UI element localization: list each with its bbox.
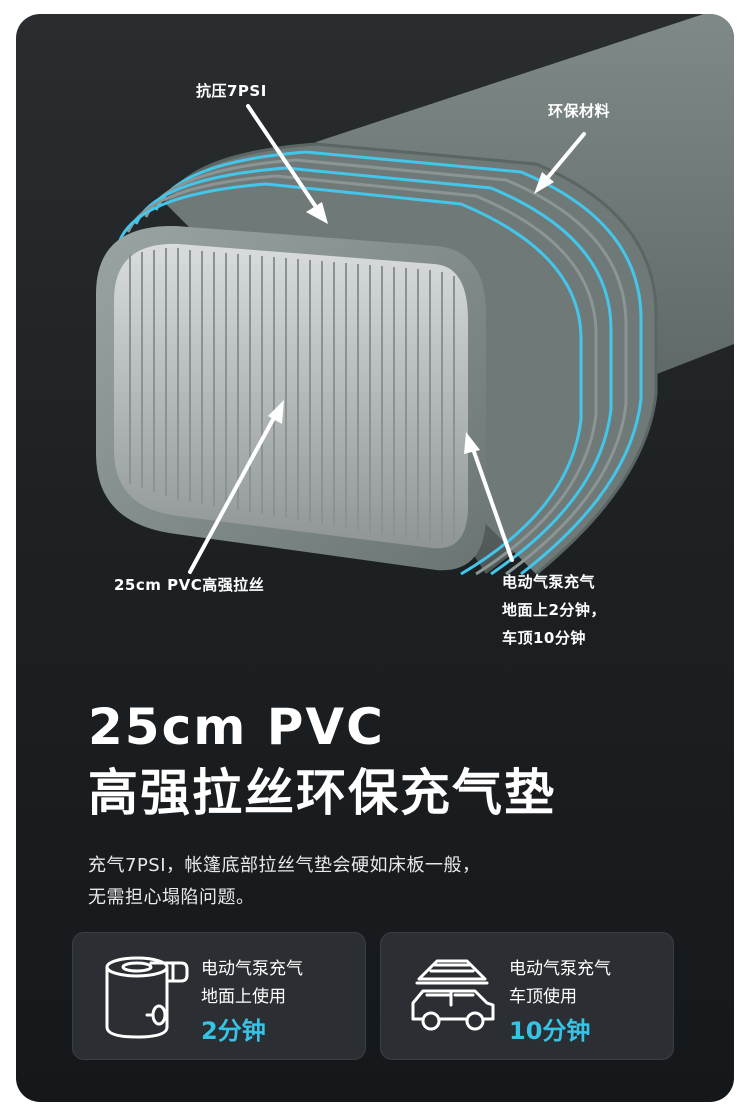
feature-ground-line-2: 地面上使用 xyxy=(201,987,286,1007)
feature-car-roof-line-1: 电动气泵充气 xyxy=(509,959,611,979)
description-line-1: 充气7PSI，帐篷底部拉丝气垫会硬如床板一般， xyxy=(88,855,481,876)
headline-line-2: 高强拉丝环保充气垫 xyxy=(88,764,556,822)
feature-car-roof: 电动气泵充气 车顶使用 10分钟 xyxy=(380,932,674,1060)
headline-line-1: 25cm PVC xyxy=(88,698,385,756)
callout-inflate-line-1: 电动气泵充气 xyxy=(502,573,596,591)
feature-ground-time: 2分钟 xyxy=(201,1017,266,1045)
callout-pressure: 抗压7PSI xyxy=(196,82,267,100)
mattress-opening xyxy=(114,243,468,549)
description-line-2: 无需担心塌陷问题。 xyxy=(88,887,255,908)
callout-arrows xyxy=(188,104,586,574)
product-card: 抗压7PSI 环保材料 25cm PVC高强拉丝 电动气泵充气 地面上2分钟， … xyxy=(16,14,734,1102)
headline: 25cm PVC 高强拉丝环保充气垫 xyxy=(88,694,556,826)
feature-ground: 电动气泵充气 地面上使用 2分钟 xyxy=(72,932,366,1060)
description: 充气7PSI，帐篷底部拉丝气垫会硬如床板一般， 无需担心塌陷问题。 xyxy=(88,850,688,914)
callout-material: 环保材料 xyxy=(548,102,611,120)
feature-car-roof-text: 电动气泵充气 车顶使用 10分钟 xyxy=(509,955,611,1049)
callout-inflate: 电动气泵充气 地面上2分钟， 车顶10分钟 xyxy=(502,568,606,652)
feature-ground-line-1: 电动气泵充气 xyxy=(201,959,303,979)
feature-ground-text: 电动气泵充气 地面上使用 2分钟 xyxy=(201,955,303,1049)
callout-inflate-line-3: 车顶10分钟 xyxy=(502,629,586,647)
air-pump-icon xyxy=(105,956,189,1039)
feature-car-roof-line-2: 车顶使用 xyxy=(509,987,577,1007)
car-roof-tent-icon xyxy=(411,959,495,1031)
callout-inflate-line-2: 地面上2分钟， xyxy=(502,601,606,619)
feature-car-roof-time: 10分钟 xyxy=(509,1017,591,1045)
drawstring-lines xyxy=(129,248,455,542)
callout-drawstring: 25cm PVC高强拉丝 xyxy=(114,576,265,594)
mattress-illustration xyxy=(96,14,734,576)
